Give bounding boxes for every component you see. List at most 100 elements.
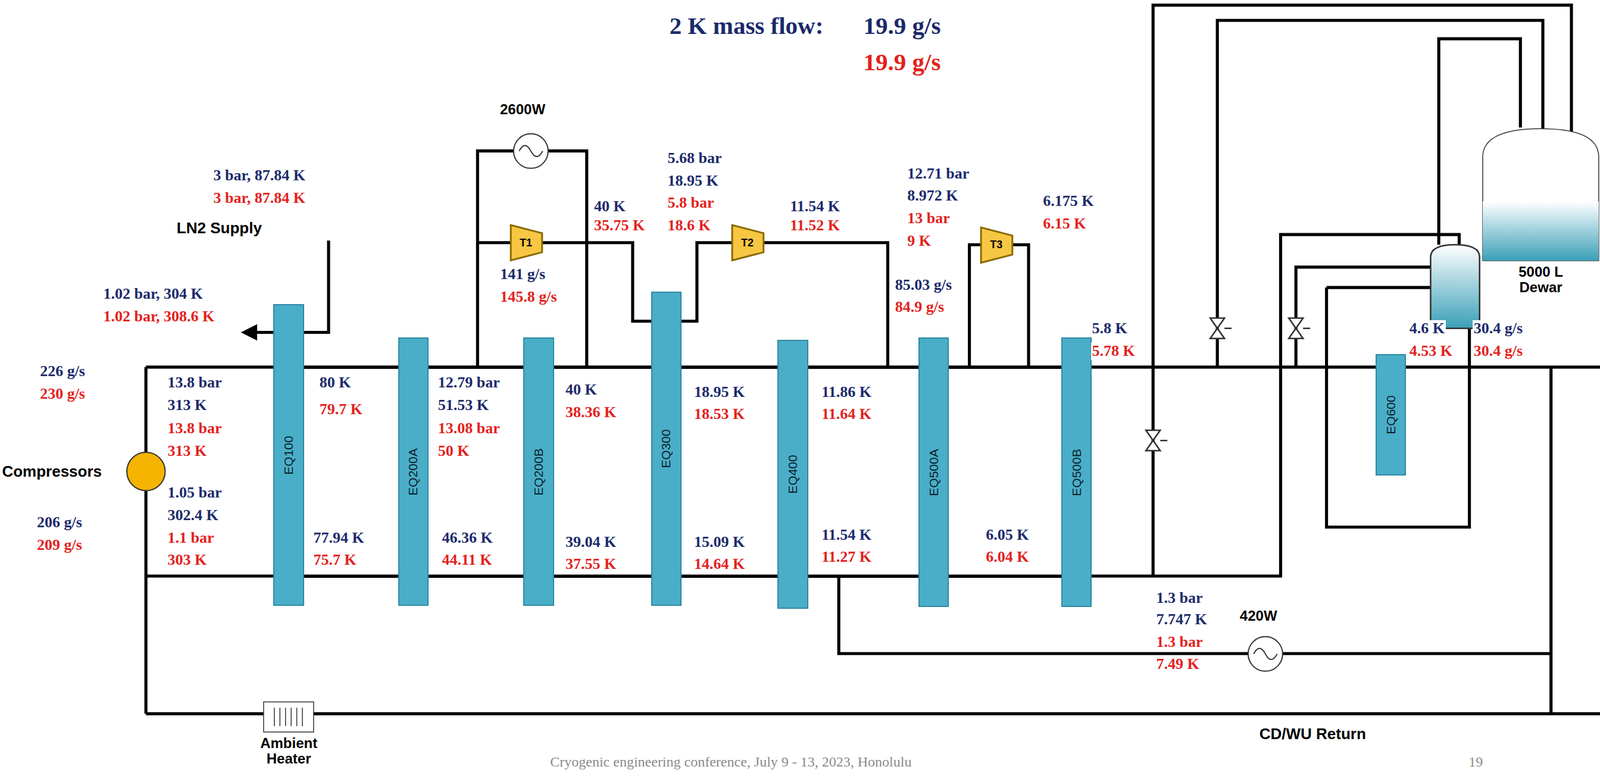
process-value: 8.972 K bbox=[905, 187, 959, 205]
process-value: 206 g/s bbox=[35, 514, 84, 532]
process-value: 5.68 bar bbox=[666, 150, 723, 168]
process-value: 44.11 K bbox=[441, 551, 494, 570]
dewar-outline bbox=[1482, 129, 1599, 262]
subcooler-dewar bbox=[1430, 244, 1480, 328]
valve-symbol bbox=[1210, 318, 1232, 339]
heater-fin bbox=[291, 708, 293, 727]
turbine-symbol bbox=[732, 225, 764, 261]
heater-wave bbox=[519, 145, 543, 157]
process-value: 313 K bbox=[166, 442, 208, 461]
dewar-pipe bbox=[1152, 5, 1572, 577]
footer-text: Cryogenic engineering conference, July 9… bbox=[548, 754, 913, 770]
process-value: 50 K bbox=[436, 442, 471, 461]
turbine: T2 bbox=[731, 224, 765, 262]
pipe-line bbox=[808, 366, 919, 370]
heater-symbol bbox=[1248, 636, 1283, 672]
node-label: Compressors bbox=[1, 463, 102, 481]
heat-exchanger: EQ600 bbox=[1375, 354, 1406, 476]
compressor: Compressors bbox=[125, 451, 167, 493]
pipe-connector bbox=[304, 367, 399, 368]
process-value: 145.8 g/s bbox=[498, 288, 558, 306]
process-value: 18.53 K bbox=[692, 405, 746, 424]
node-label: T1 bbox=[519, 236, 533, 249]
dewar-vessel: 5000 L Dewar bbox=[1481, 127, 1600, 262]
pipe-connector bbox=[948, 367, 1062, 368]
node-label: EQ200B bbox=[531, 448, 546, 496]
process-value: 226 g/s bbox=[38, 363, 87, 381]
process-value: 39.04 K bbox=[564, 533, 618, 552]
shape-outline bbox=[125, 451, 167, 493]
turbine-symbol bbox=[510, 225, 543, 261]
pipe-connector bbox=[808, 576, 919, 577]
process-value: 1.02 bar, 308.6 K bbox=[101, 308, 216, 326]
valve-symbol bbox=[1145, 430, 1168, 451]
process-value: 5.8 K bbox=[1091, 320, 1129, 338]
title-text: 19.9 g/s bbox=[862, 48, 943, 76]
process-value: 141 g/s bbox=[498, 266, 547, 284]
process-value: 51.53 K bbox=[436, 397, 490, 415]
bypass-pipe bbox=[477, 151, 587, 368]
process-value: 13.8 bar bbox=[166, 374, 223, 392]
node-label: EQ500A bbox=[926, 448, 942, 496]
valve-symbol bbox=[1288, 318, 1311, 339]
heat-exchanger: EQ300 bbox=[651, 291, 682, 606]
pipe-line bbox=[554, 366, 652, 370]
node-label: EQ100 bbox=[281, 435, 296, 475]
node-label: EQ300 bbox=[658, 429, 674, 469]
process-value: 1.05 bar bbox=[166, 484, 223, 502]
process-value: 230 g/s bbox=[38, 385, 87, 403]
process-value: 313 K bbox=[166, 397, 208, 415]
pipe-line bbox=[304, 575, 399, 578]
pipe-line bbox=[428, 575, 524, 578]
node-label: 5000 L Dewar bbox=[1500, 264, 1582, 296]
node-label: T3 bbox=[989, 238, 1003, 252]
process-value: 84.9 g/s bbox=[894, 298, 946, 317]
node-label: 420W bbox=[1239, 608, 1278, 624]
heater-fin bbox=[302, 708, 304, 727]
process-value: 40 K bbox=[564, 381, 599, 399]
process-value: 13 bar bbox=[905, 210, 952, 228]
process-value: 30.4 g/s bbox=[1472, 342, 1524, 361]
pipe-line bbox=[948, 575, 1062, 578]
process-value: 13.8 bar bbox=[166, 420, 223, 438]
heat-exchanger: EQ100 bbox=[273, 304, 304, 606]
node-label: T2 bbox=[741, 236, 754, 249]
process-value: 7.49 K bbox=[1155, 655, 1201, 674]
ambient-heater: Ambient Heater bbox=[263, 701, 315, 733]
heater: 2600W bbox=[512, 132, 550, 170]
pipe-connector bbox=[681, 367, 778, 368]
process-value: 6.15 K bbox=[1041, 215, 1087, 233]
heater-symbol bbox=[513, 133, 548, 169]
pipe-connector bbox=[948, 576, 1062, 577]
footer-text: 19 bbox=[1467, 754, 1484, 770]
process-value: CD/WU Return bbox=[1258, 725, 1368, 743]
process-value: 1.1 bar bbox=[166, 529, 215, 548]
heat-exchanger: EQ500B bbox=[1061, 337, 1092, 608]
process-value: 11.64 K bbox=[820, 405, 873, 424]
pipe-connector bbox=[681, 576, 778, 577]
pipe-line bbox=[304, 366, 399, 370]
compressor-symbol bbox=[126, 452, 165, 491]
node-label: EQ600 bbox=[1383, 395, 1399, 434]
process-value: 5.78 K bbox=[1091, 342, 1137, 361]
process-value: 37.55 K bbox=[564, 555, 618, 574]
heater: 420W bbox=[1247, 635, 1284, 673]
heater-wave bbox=[1253, 648, 1277, 661]
pipe-connector bbox=[428, 576, 524, 577]
pipe-connector bbox=[428, 367, 524, 368]
pipe-line bbox=[681, 575, 778, 578]
process-value: 302.4 K bbox=[166, 507, 220, 525]
process-value: 209 g/s bbox=[35, 536, 84, 555]
heater-fin bbox=[279, 708, 281, 727]
shape-outline bbox=[263, 701, 315, 733]
heater-fin bbox=[285, 708, 287, 727]
pipe-connector bbox=[554, 576, 652, 577]
process-value: 1.3 bar bbox=[1155, 589, 1205, 608]
heat-exchanger: EQ200B bbox=[523, 337, 554, 606]
process-value: 11.54 K bbox=[820, 526, 873, 545]
pipe-line bbox=[554, 575, 652, 578]
dewar-liquid bbox=[1482, 201, 1599, 262]
process-value: 3 bar, 87.84 K bbox=[212, 167, 307, 185]
process-value: 38.36 K bbox=[564, 404, 618, 422]
process-value: 1.02 bar, 304 K bbox=[101, 285, 204, 303]
